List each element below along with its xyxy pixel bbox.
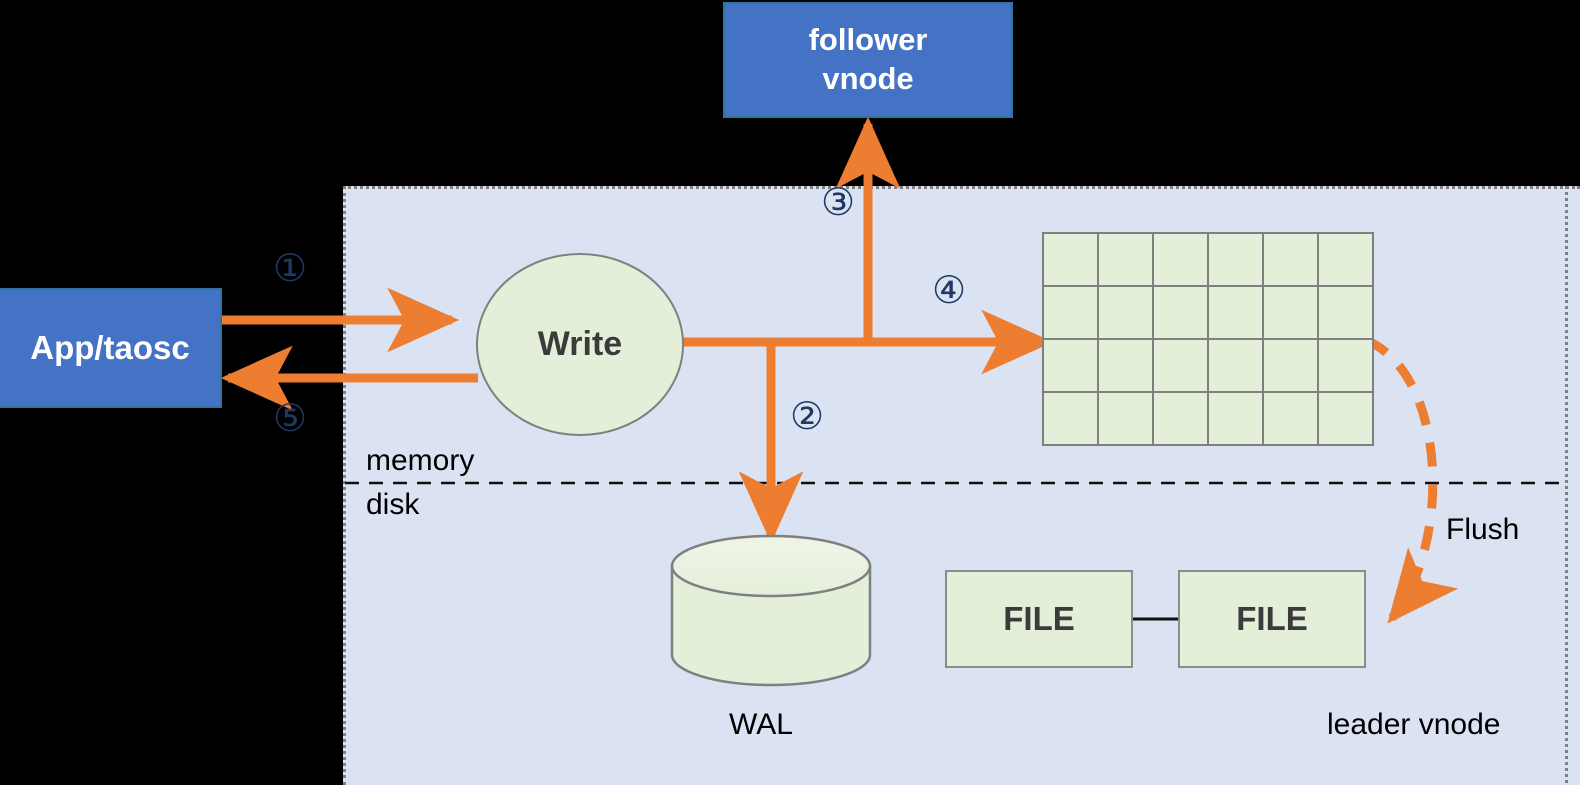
memtable-cell bbox=[1262, 232, 1319, 287]
node-file-left-label: FILE bbox=[1003, 600, 1075, 637]
memtable-cell bbox=[1042, 391, 1099, 446]
memtable-cell bbox=[1207, 338, 1264, 393]
memtable-cell bbox=[1042, 285, 1099, 340]
memtable-cell bbox=[1207, 391, 1264, 446]
node-write-label: Write bbox=[537, 325, 623, 363]
node-file-left[interactable]: FILE bbox=[945, 570, 1133, 668]
memtable-cell bbox=[1317, 285, 1374, 340]
table-row bbox=[1042, 232, 1374, 287]
memtable-cell bbox=[1152, 232, 1209, 287]
leader-vnode-panel-right-edge bbox=[1565, 186, 1568, 785]
memtable-cell bbox=[1097, 285, 1154, 340]
memtable-cell bbox=[1042, 232, 1099, 287]
memtable-cell bbox=[1152, 338, 1209, 393]
memtable-cell bbox=[1317, 338, 1374, 393]
table-row bbox=[1042, 338, 1374, 393]
node-follower-vnode-label: follower vnode bbox=[809, 21, 928, 99]
label-leader-vnode: leader vnode bbox=[1327, 708, 1501, 741]
step-number-4: ④ bbox=[932, 270, 967, 312]
label-flush: Flush bbox=[1446, 513, 1520, 546]
memtable-cell bbox=[1317, 232, 1374, 287]
label-wal: WAL bbox=[729, 708, 793, 741]
node-app-taosc[interactable]: App/taosc bbox=[0, 288, 222, 408]
memtable-cell bbox=[1152, 391, 1209, 446]
node-file-right-label: FILE bbox=[1236, 600, 1308, 637]
memtable-cell bbox=[1097, 391, 1154, 446]
memtable-cell bbox=[1207, 285, 1264, 340]
step-number-5: ⑤ bbox=[273, 398, 308, 440]
node-follower-vnode[interactable]: follower vnode bbox=[723, 2, 1013, 118]
table-row bbox=[1042, 391, 1374, 446]
table-row bbox=[1042, 285, 1374, 340]
node-write[interactable]: Write bbox=[476, 253, 684, 436]
memtable-cell bbox=[1042, 338, 1099, 393]
memtable-cell bbox=[1097, 338, 1154, 393]
step-number-2: ② bbox=[790, 396, 825, 438]
step-number-1: ① bbox=[273, 248, 308, 290]
memtable-cell bbox=[1262, 391, 1319, 446]
wal-cylinder bbox=[670, 534, 872, 687]
memtable-cell bbox=[1262, 285, 1319, 340]
memtable-cell bbox=[1097, 232, 1154, 287]
label-disk: disk bbox=[366, 488, 420, 521]
follower-label-line2: vnode bbox=[822, 61, 914, 96]
node-app-taosc-label: App/taosc bbox=[30, 329, 190, 366]
node-file-right[interactable]: FILE bbox=[1178, 570, 1366, 668]
node-memtable-grid[interactable] bbox=[1042, 232, 1374, 446]
memtable-cell bbox=[1152, 285, 1209, 340]
follower-label-line1: follower bbox=[808, 22, 928, 58]
memtable-cell bbox=[1207, 232, 1264, 287]
label-memory: memory bbox=[366, 444, 475, 477]
flush-dashed-edge bbox=[1364, 335, 1459, 624]
step-number-3: ③ bbox=[821, 182, 856, 224]
memtable-cell bbox=[1317, 391, 1374, 446]
memtable-cell bbox=[1262, 338, 1319, 393]
